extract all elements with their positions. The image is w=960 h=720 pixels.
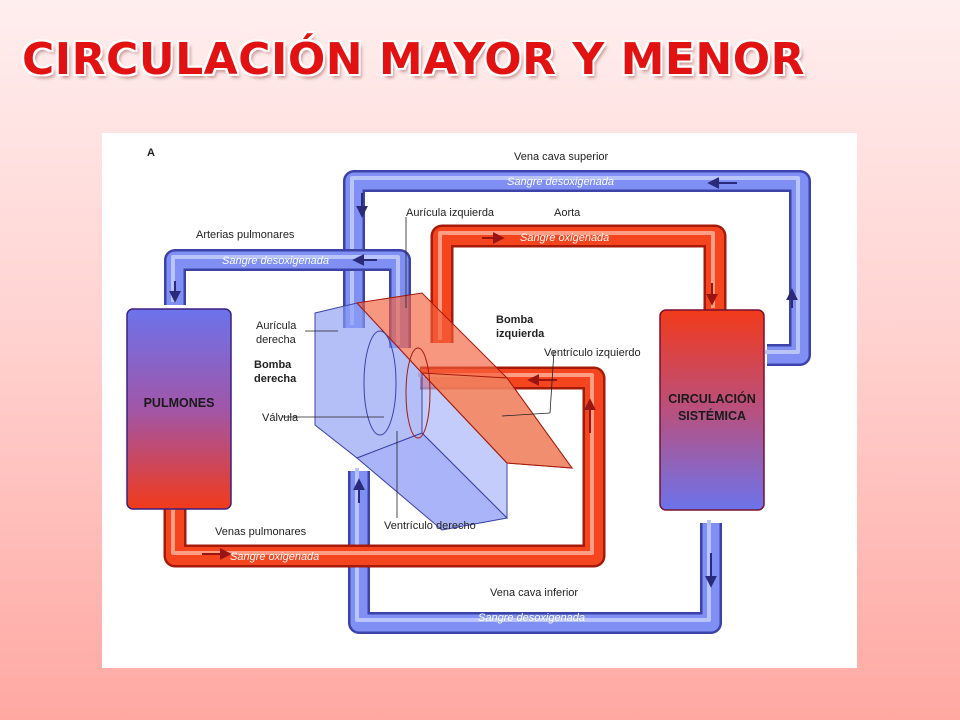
label-aorta: Aorta <box>554 207 581 219</box>
systemic-organ: CIRCULACIÓN SISTÉMICA <box>659 309 765 511</box>
label-ventriculo-derecho: Ventrículo derecho <box>384 520 476 532</box>
label-auricula-derecha-2: derecha <box>256 334 297 346</box>
vena-cava-superior-vessel <box>343 170 811 366</box>
diagram-svg: PULMONES CIRCULACIÓN SISTÉMICA A Vena ca… <box>126 147 811 634</box>
venas-pulmonares-vessel <box>163 366 606 568</box>
label-arterias-pulmonares: Arterias pulmonares <box>196 229 295 241</box>
label-bomba-derecha-1: Bomba <box>254 359 292 371</box>
panel-letter: A <box>147 147 155 159</box>
lungs-organ: PULMONES <box>126 308 232 510</box>
label-valvula: Válvula <box>262 412 299 424</box>
label-vena-cava-superior: Vena cava superior <box>514 151 609 163</box>
label-sangre-oxigenada-aorta: Sangre oxigenada <box>520 232 609 244</box>
circulation-diagram: PULMONES CIRCULACIÓN SISTÉMICA A Vena ca… <box>102 133 857 668</box>
lungs-label: PULMONES <box>144 396 215 410</box>
label-bomba-izquierda-1: Bomba <box>496 314 534 326</box>
systemic-label-line2: SISTÉMICA <box>678 408 746 423</box>
label-bomba-izquierda-2: izquierda <box>496 328 545 340</box>
label-bomba-derecha-2: derecha <box>254 373 297 385</box>
leader-lines <box>282 217 555 518</box>
label-venas-pulmonares: Venas pulmonares <box>215 526 307 538</box>
label-ventriculo-izquierdo: Ventrículo izquierdo <box>544 347 641 359</box>
label-sangre-desoxigenada-pulmonar: Sangre desoxigenada <box>222 255 329 267</box>
systemic-label-line1: CIRCULACIÓN <box>668 391 756 406</box>
label-sangre-desoxigenada-top: Sangre desoxigenada <box>507 176 614 188</box>
aorta-vessel <box>430 224 727 343</box>
label-sangre-oxigenada-pulmonar: Sangre oxigenada <box>230 551 319 563</box>
label-auricula-izquierda: Aurícula izquierda <box>406 207 495 219</box>
label-vena-cava-inferior: Vena cava inferior <box>490 587 578 599</box>
heart-pumps <box>314 292 574 531</box>
slide-title: CIRCULACIÓN MAYOR Y MENOR <box>22 34 806 85</box>
label-auricula-derecha-1: Aurícula <box>256 320 297 332</box>
label-sangre-desoxigenada-bottom: Sangre desoxigenada <box>478 612 585 624</box>
